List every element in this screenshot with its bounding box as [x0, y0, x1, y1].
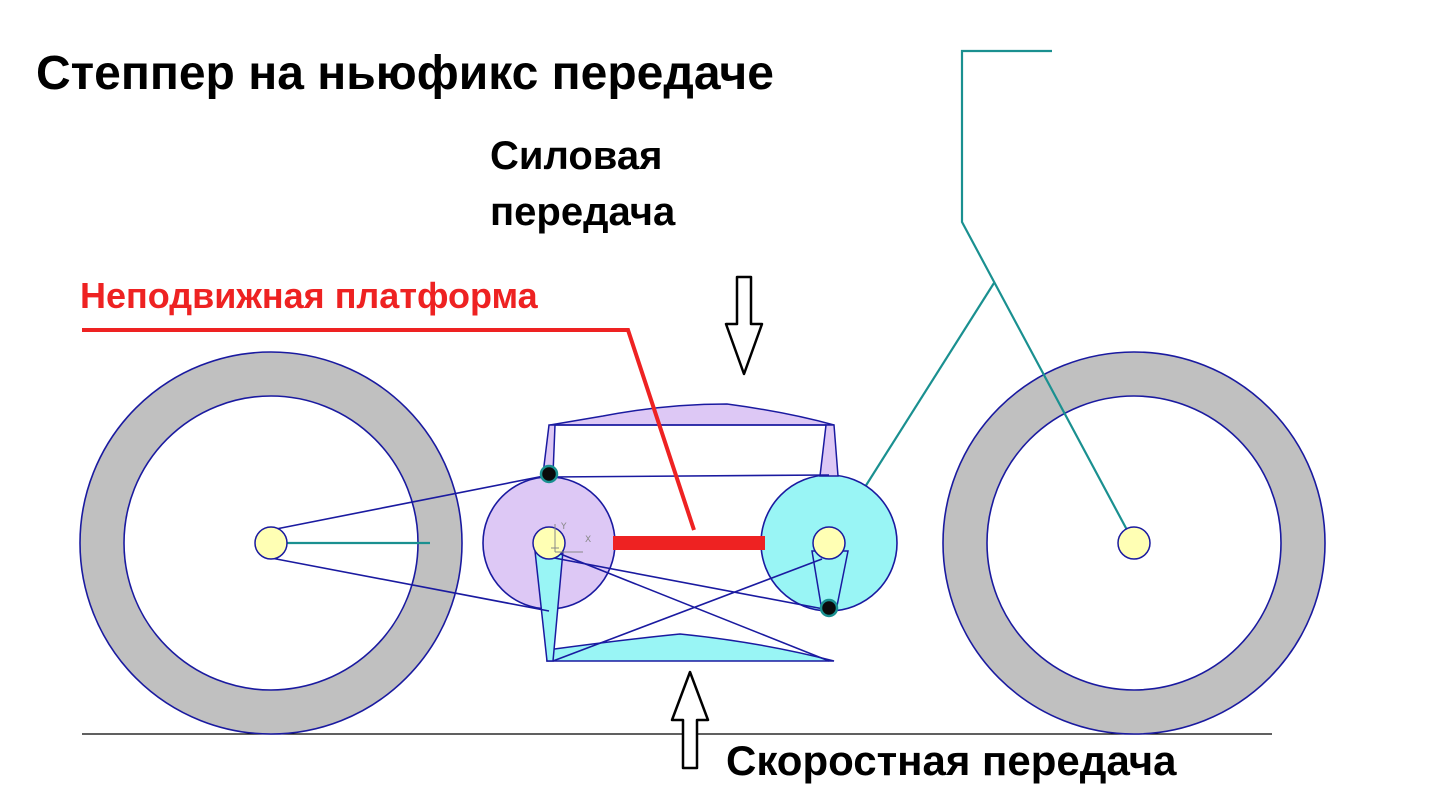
axis-y-label: Y [560, 522, 567, 532]
lower-pivot [819, 598, 839, 618]
power-hub [532, 526, 566, 560]
speed-hub [812, 526, 846, 560]
down-tube [864, 282, 995, 488]
handlebar-fork [960, 49, 1135, 544]
speed-transmission-label: Скоростная передача [726, 737, 1177, 784]
fixed-platform-label: Неподвижная платформа [80, 275, 538, 316]
rear-hub [254, 526, 288, 560]
right-wheel [942, 351, 1326, 735]
diagram-title: Степпер на ньюфикс передаче [36, 47, 774, 100]
upper-pivot [539, 464, 559, 484]
axis-marker [551, 524, 583, 553]
speed-arrow [670, 670, 710, 770]
axis-x-label: X [585, 535, 591, 545]
power-transmission-label-line2: передача [490, 190, 676, 234]
front-hub [1117, 526, 1151, 560]
fixed-platform-bar [613, 536, 765, 550]
fixed-platform-leader [82, 328, 696, 531]
power-transmission-label-line1: Силовая [490, 134, 663, 178]
power-arrow [724, 275, 764, 376]
power-platform [542, 403, 839, 477]
belt-lines [270, 424, 830, 662]
speed-platform [534, 550, 849, 662]
